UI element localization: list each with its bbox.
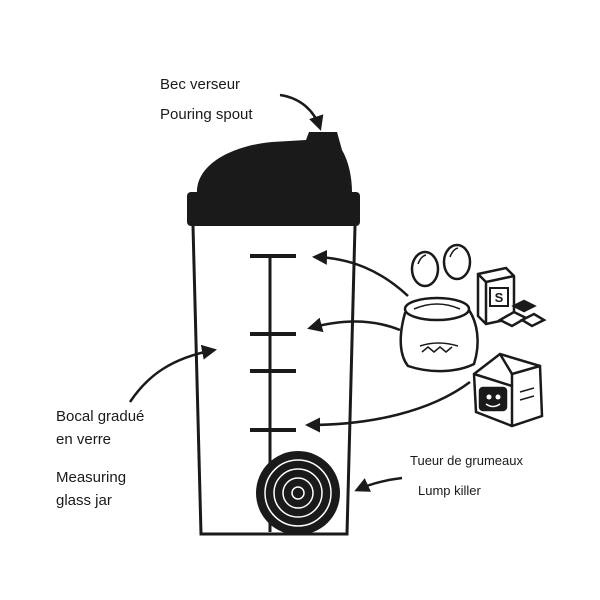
label-spout-fr: Bec verseur bbox=[160, 76, 241, 93]
shaker-bottle-icon bbox=[187, 132, 360, 536]
flour-sack-icon bbox=[399, 296, 479, 373]
lump-killer-disc-icon bbox=[256, 451, 340, 535]
arrow-to-jar-side bbox=[128, 344, 217, 403]
arrow-eggs-to-jar bbox=[312, 249, 409, 297]
arrow-flour-to-jar bbox=[307, 317, 401, 333]
eggs-icon bbox=[410, 243, 472, 288]
label-lump-en: Lump killer bbox=[418, 483, 481, 498]
jar-outline bbox=[191, 225, 357, 536]
label-jar-en-1: Measuring bbox=[56, 469, 127, 486]
label-spout-en: Pouring spout bbox=[160, 106, 253, 123]
lid-dome bbox=[197, 132, 352, 192]
sugar-box-icon: S bbox=[476, 266, 547, 328]
arrow-milk-to-jar bbox=[305, 380, 471, 433]
lid-band bbox=[187, 192, 360, 226]
arrow-to-lump-killer bbox=[354, 476, 403, 492]
label-lump-fr: Tueur de grumeaux bbox=[410, 453, 523, 468]
label-jar-en-2: glass jar bbox=[56, 492, 112, 509]
label-jar-fr-1: Bocal gradué bbox=[56, 408, 145, 425]
arrow-to-spout bbox=[279, 93, 324, 131]
label-jar-fr-2: en verre bbox=[56, 431, 112, 448]
svg-text:S: S bbox=[495, 290, 504, 305]
milk-carton-icon bbox=[472, 352, 544, 428]
arrows bbox=[128, 93, 471, 492]
